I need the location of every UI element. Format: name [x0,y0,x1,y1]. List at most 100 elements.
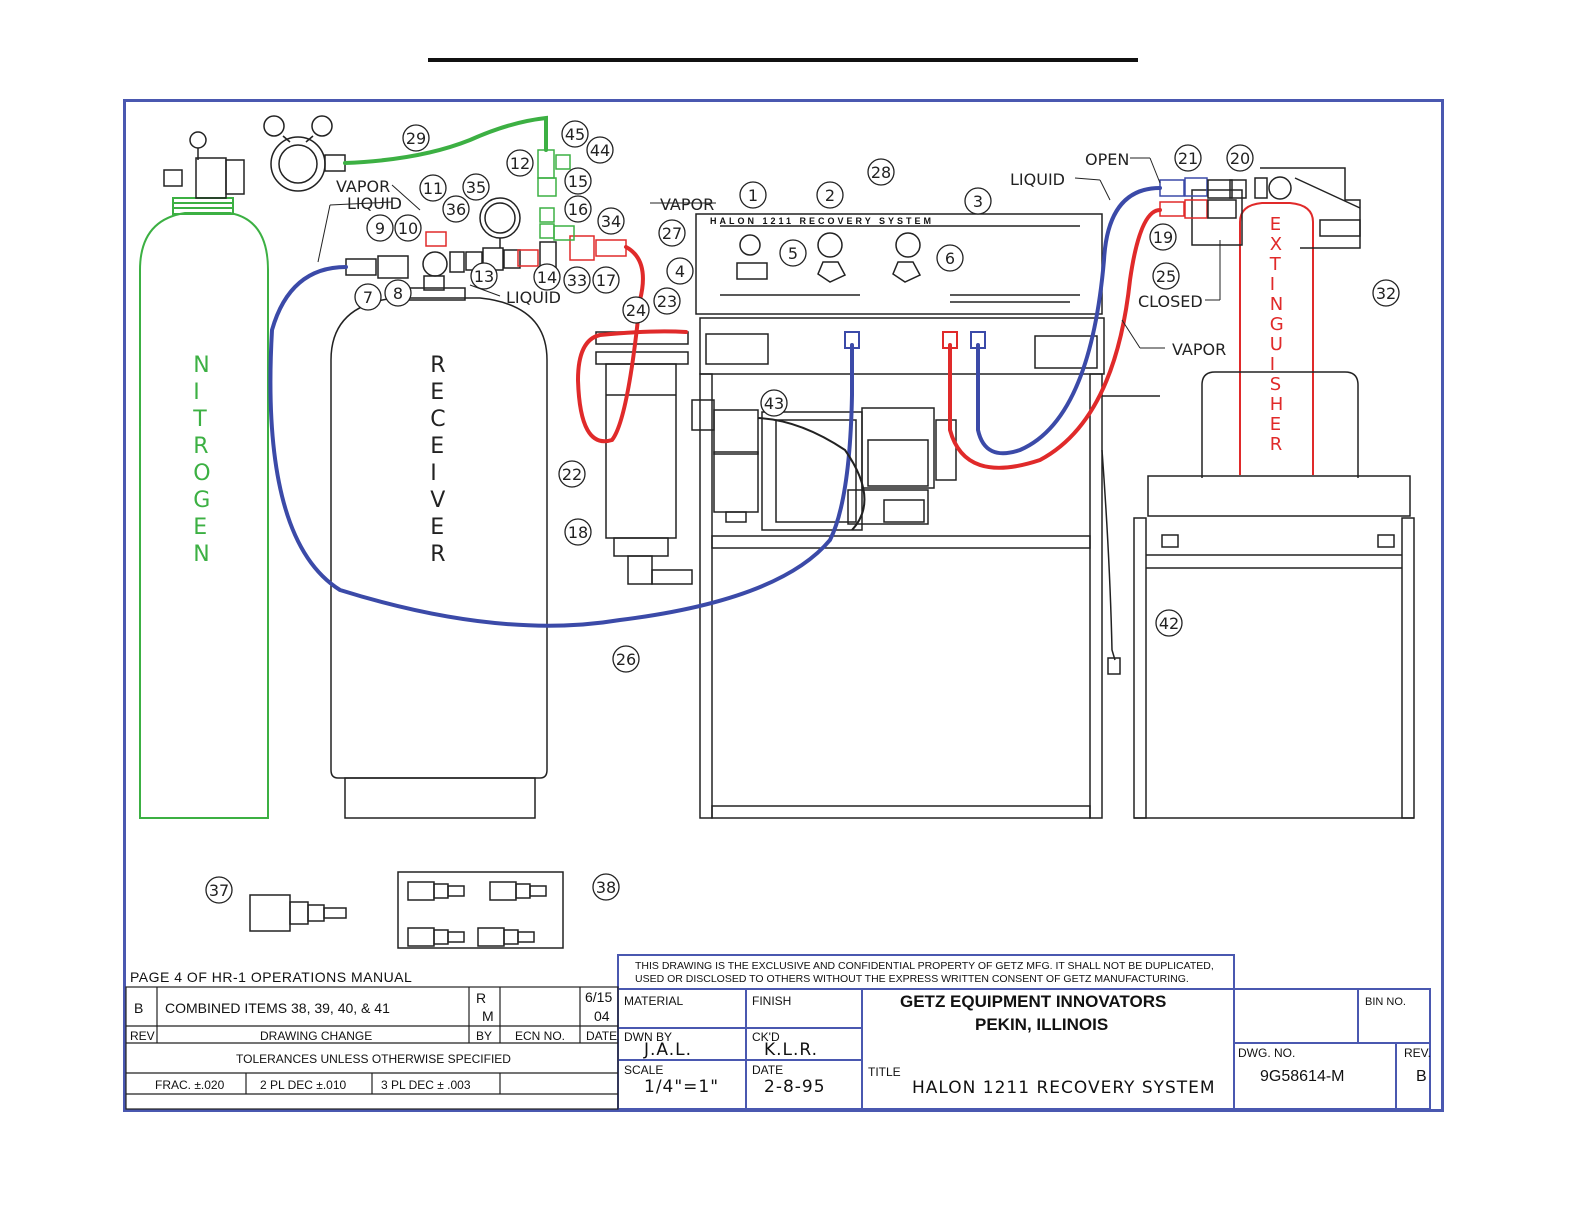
page-note: PAGE 4 OF HR-1 OPERATIONS MANUAL [130,969,413,985]
callout-number: 8 [393,284,403,303]
callout-number: 28 [871,163,891,182]
receiver-tank [330,287,548,819]
rev-by-1: R [476,990,487,1006]
panel-title: HALON 1211 RECOVERY SYSTEM [710,216,935,226]
callout-number: 42 [1159,614,1179,633]
callout-number: 23 [657,292,677,311]
nitrogen-label-letter: I [193,380,200,405]
label-liquid-valve: LIQUID [506,288,561,307]
callout-number: 5 [788,244,798,263]
extinguisher-label-letter: T [1269,254,1281,275]
extinguisher-label-letter: H [1269,394,1284,415]
rev-by-2: M [482,1008,494,1024]
filter-43 [691,399,759,523]
scale-label: SCALE [624,1063,664,1077]
extinguisher-label-letter: N [1269,294,1284,315]
nitrogen-label-letter: E [193,515,208,540]
callout-number: 10 [398,219,418,238]
callout-bubble [470,262,498,290]
callout-bubble [964,187,992,215]
callout-number: 35 [466,178,486,197]
title-label: TITLE [868,1065,901,1079]
callout-number: 32 [1376,284,1396,303]
receiver-label-letter: C [430,407,446,432]
hose-26-liquid [268,265,854,628]
leader-line [1121,319,1141,349]
callout-bubble [666,257,694,285]
tolerances-title: TOLERANCES UNLESS OTHERWISE SPECIFIED [236,1052,511,1066]
leader-line [329,201,393,206]
callout-number: 1 [748,186,758,205]
receiver-valve [345,197,627,291]
rev-label: REV. [1404,1046,1431,1060]
callout-number: 27 [662,224,682,243]
callout-number: 7 [363,288,373,307]
extinguisher-label-letter: G [1269,314,1284,335]
leader-line [469,284,501,297]
receiver-label-letter: E [430,380,445,405]
pipe-43 [757,417,866,531]
extinguisher-label-letter: S [1269,374,1282,395]
callout-bubble [1226,144,1254,172]
nitrogen-cylinder [139,197,269,819]
callout-number: 6 [945,249,955,268]
tolerance-frac: FRAC. ±.020 [155,1078,225,1092]
callout-number: 29 [406,129,426,148]
finish-label: FINISH [752,994,792,1008]
nitrogen-label-letter: T [193,407,207,432]
callout-number: 18 [568,523,588,542]
hdr-by: BY [476,1029,493,1043]
callout-bubble [506,149,534,177]
hdr-drawing-change: DRAWING CHANGE [260,1029,373,1043]
hose-end-blue-2 [970,331,986,349]
callout-number: 36 [446,200,466,219]
hose-end-blue-1 [844,331,860,349]
ckd-label: CK'D [752,1030,780,1044]
callout-number: 3 [973,192,983,211]
callout-number: 44 [590,141,610,160]
dwg-no-value: 9G58614-M [1260,1068,1345,1085]
title-underline [428,58,1138,62]
rev-date-2: 04 [594,1008,610,1024]
hose-25-vapor [948,208,1162,470]
callout-bubble [402,124,430,152]
callout-number: 2 [825,186,835,205]
receiver-label-letter: I [430,461,437,486]
callout-bubble [867,158,895,186]
date-label: DATE [752,1063,784,1077]
callout-number: 25 [1156,267,1176,286]
callout-number: 9 [375,219,385,238]
callout-bubble [1372,279,1400,307]
compressor [761,407,957,531]
callout-bubble [816,181,844,209]
extinguisher-label-letter: U [1269,334,1283,355]
adapter-37 [249,894,347,932]
callout-bubble [658,219,686,247]
callout-number: 22 [562,465,582,484]
receiver-label-letter: E [430,434,445,459]
callout-bubble [564,518,592,546]
callout-bubble [592,266,620,294]
callout-bubble [354,283,382,311]
callout-bubble [586,136,614,164]
receiver-label-letter: E [430,515,445,540]
callout-bubble [597,207,625,235]
callout-bubble [442,195,470,223]
callout-number: 43 [764,394,784,413]
hdr-date: DATE [586,1029,618,1043]
label-vapor-filter: VAPOR [660,195,715,214]
label-vapor-right: VAPOR [1172,340,1227,359]
unit-frame [699,373,1160,819]
nitrogen-label-letter: N [193,353,210,378]
label-liquid-right: LIQUID [1010,170,1065,189]
callout-bubble [533,263,561,291]
callout-number: 12 [510,154,530,173]
receiver-label-letter: R [430,542,446,567]
callout-bubble [384,279,412,307]
leader-line [1149,157,1161,184]
nitrogen-regulator [163,115,346,199]
callout-number: 37 [209,881,229,900]
hdr-rev: REV [130,1029,155,1043]
scale-value: 1/4"=1" [644,1077,720,1097]
extinguisher-label-letter: X [1269,234,1283,255]
